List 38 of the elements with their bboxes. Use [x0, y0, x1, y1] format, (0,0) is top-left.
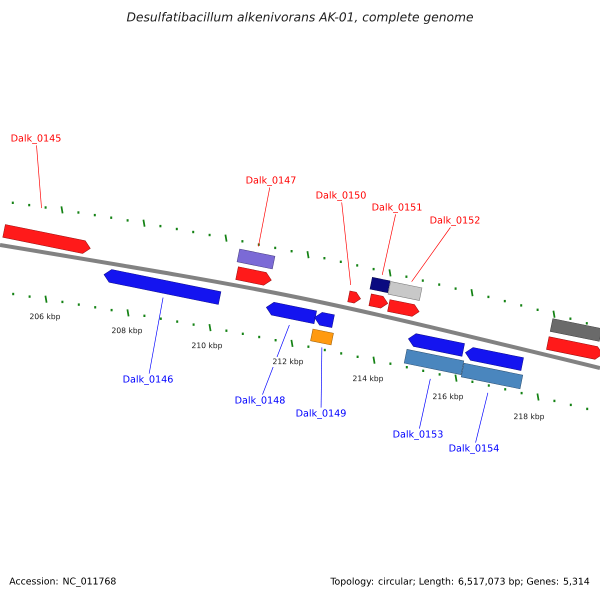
leader-line: [36, 145, 42, 208]
gene-label: Dalk_0151: [372, 203, 422, 213]
leader-line: [148, 297, 164, 374]
gene-feature: [465, 347, 524, 371]
leader-line: [320, 347, 322, 408]
gene-block: [310, 328, 334, 346]
gene-block: [236, 248, 276, 270]
gene-feature: [408, 333, 465, 357]
gene-feature: [368, 294, 388, 308]
leader-line: [411, 227, 451, 282]
gene-feature: [266, 302, 317, 324]
gene-feature: [546, 336, 600, 360]
gene-block: [550, 318, 600, 342]
title: Desulfatibacillum alkenivorans AK-01, complete genome: [126, 12, 473, 24]
leader-line: [475, 392, 488, 443]
gene-label: Dalk_0148: [236, 396, 285, 406]
gene-block: [404, 349, 464, 375]
gene-label: Dalk_0154: [450, 444, 499, 454]
gene-label: Dalk_0147: [246, 176, 296, 186]
accession-text: Accession: NC_011768: [9, 577, 116, 587]
gene-block: [388, 281, 422, 301]
gene-label: Dalk_0146: [124, 375, 173, 385]
gene-label: Dalk_0145: [12, 134, 61, 144]
gene-label: Dalk_0150: [316, 191, 366, 201]
leader-line: [341, 202, 352, 286]
gene-feature: [2, 224, 91, 254]
gene-feature: [104, 269, 222, 305]
leader-line: [382, 214, 396, 276]
gene-feature: [387, 299, 420, 317]
genome-info-text: Topology: circular; Length: 6,517,073 bp; Genes: 5,314: [330, 578, 590, 587]
gene-feature: [347, 290, 361, 304]
gene-block: [370, 277, 390, 293]
gene-label: Dalk_0149: [296, 409, 346, 419]
gene-label: Dalk_0153: [394, 430, 443, 440]
leader-line: [258, 187, 270, 247]
gene-feature: [314, 312, 335, 328]
gene-block: [460, 362, 524, 390]
gene-label: Dalk_0152: [430, 216, 480, 226]
